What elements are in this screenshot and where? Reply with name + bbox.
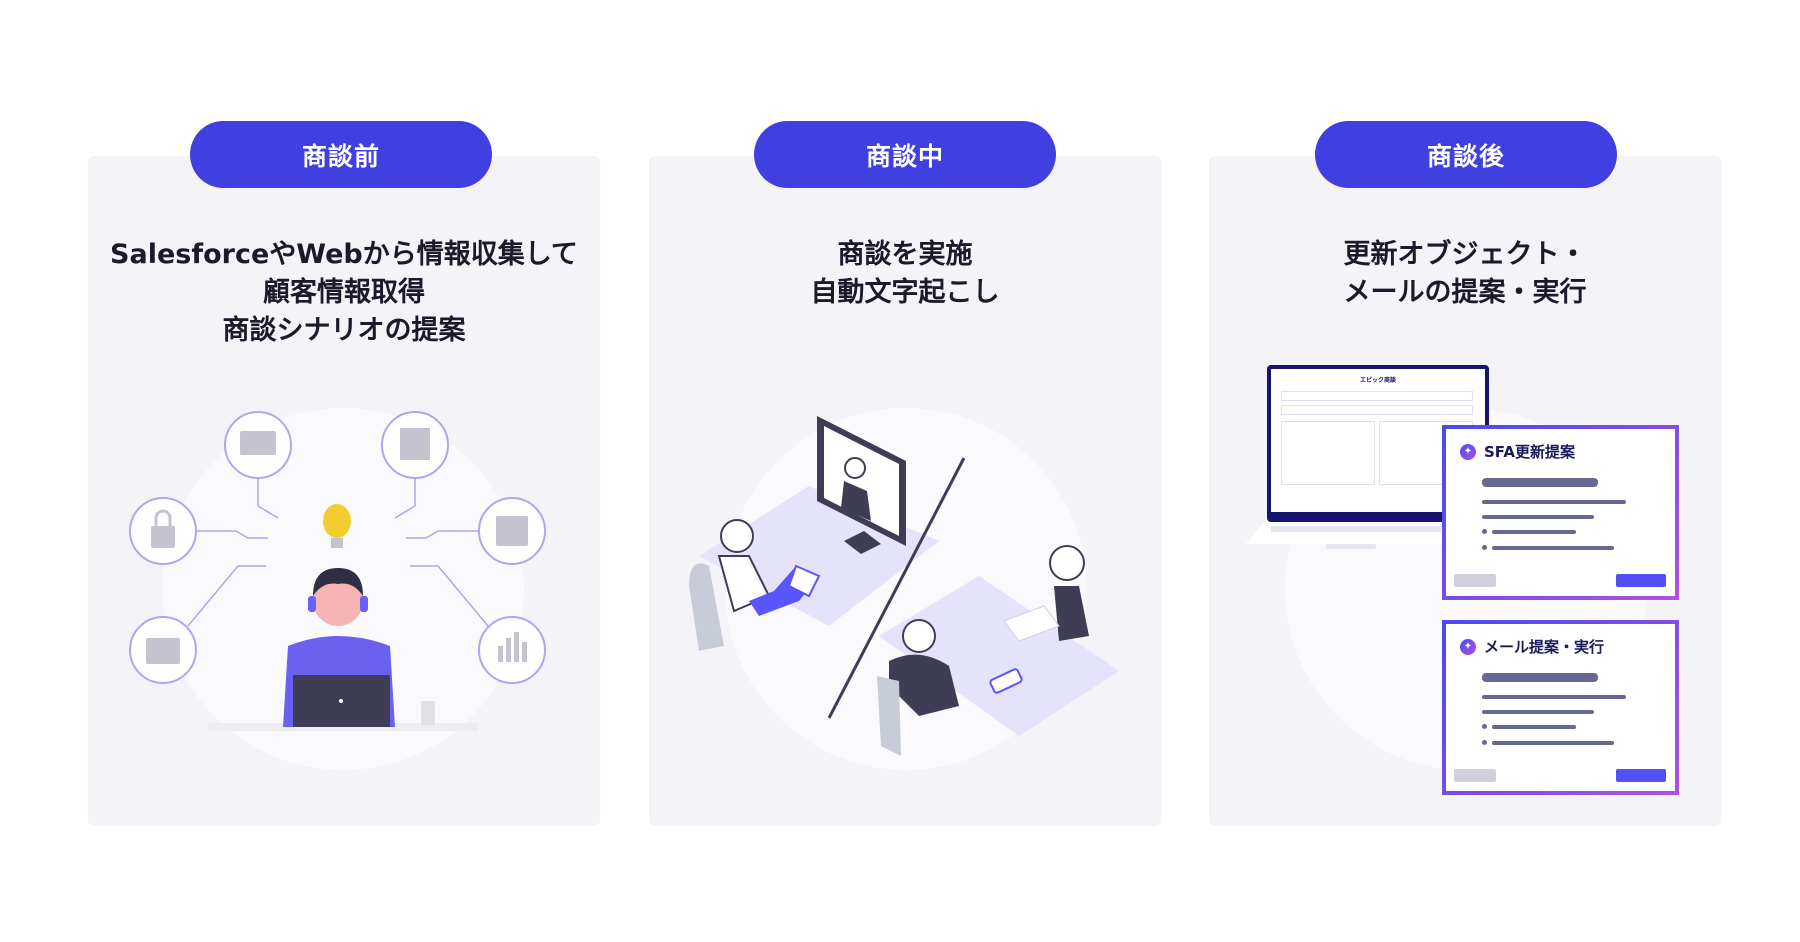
email-suggestion-card: ✦ メール提案・実行 bbox=[1442, 620, 1679, 795]
laptop-base bbox=[1246, 522, 1446, 549]
title-line: 更新オブジェクト・ bbox=[1343, 239, 1587, 270]
title-line: 商談を実施 bbox=[837, 239, 973, 270]
lightbulb-icon bbox=[323, 504, 351, 538]
dismiss-button[interactable] bbox=[1454, 769, 1496, 782]
stage-card-after: 更新オブジェクト・ メールの提案・実行 エピック商談 ✦ SFA更新提案 ✦ メ… bbox=[1209, 156, 1721, 826]
title-line: SalesforceやWebから情報収集して bbox=[110, 239, 578, 270]
dismiss-button[interactable] bbox=[1454, 574, 1496, 587]
stage-title: 更新オブジェクト・ メールの提案・実行 bbox=[1209, 236, 1721, 312]
online-meeting-illustration bbox=[689, 408, 1119, 770]
stage-label-after: 商談後 bbox=[1315, 121, 1617, 188]
title-line: メールの提案・実行 bbox=[1343, 277, 1587, 308]
sfa-update-suggestion-card: ✦ SFA更新提案 bbox=[1442, 425, 1679, 600]
popup-title: メール提案・実行 bbox=[1484, 638, 1605, 656]
stage-title: 商談を実施 自動文字起こし bbox=[649, 236, 1161, 312]
sparkle-icon: ✦ bbox=[1460, 443, 1476, 460]
execute-button[interactable] bbox=[1616, 769, 1666, 782]
info-gathering-illustration bbox=[129, 408, 546, 770]
stage-label-during: 商談中 bbox=[754, 121, 1056, 188]
title-line: 商談シナリオの提案 bbox=[222, 315, 466, 346]
popup-title: SFA更新提案 bbox=[1484, 443, 1575, 461]
sparkle-icon: ✦ bbox=[1460, 638, 1476, 655]
stage-card-during: 商談を実施 自動文字起こし bbox=[649, 156, 1161, 826]
bar-chart-icon bbox=[478, 616, 546, 684]
apply-button[interactable] bbox=[1616, 574, 1666, 587]
title-line: 顧客情報取得 bbox=[263, 277, 425, 308]
smartphone-icon bbox=[989, 668, 1023, 694]
screen-title: エピック商談 bbox=[1359, 377, 1396, 384]
title-line: 自動文字起こし bbox=[810, 277, 1000, 308]
stage-title: SalesforceやWebから情報収集して 顧客情報取得 商談シナリオの提案 bbox=[88, 236, 600, 350]
stage-card-before: SalesforceやWebから情報収集して 顧客情報取得 商談シナリオの提案 bbox=[88, 156, 600, 826]
stage-label-before: 商談前 bbox=[190, 121, 492, 188]
